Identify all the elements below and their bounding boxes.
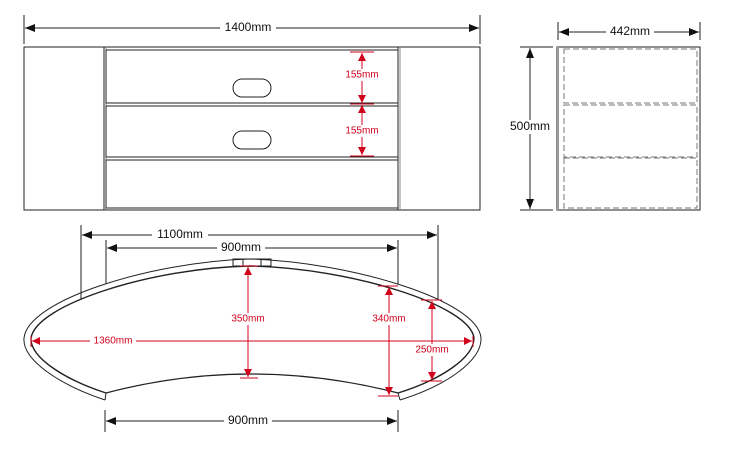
drawer-handle [232,130,272,150]
drawer-height-label: 155mm [345,70,378,81]
plan-bottom-width-label: 900mm [228,413,268,427]
front-width-label: 1400mm [225,20,272,34]
plan-length-label: 1360mm [94,336,133,347]
plan-view [23,225,482,432]
side-height-label: 500mm [510,119,550,133]
plan-top-width-label: 900mm [221,240,261,254]
drawer-2 [105,105,399,158]
drawer-height-label: 155mm [345,126,378,137]
drawer-handle [232,78,272,98]
side-depth-label: 442mm [610,24,650,38]
plan-side-depth-label: 340mm [372,314,405,325]
side-view [520,22,701,211]
front-view [23,15,481,211]
drawer-3 [105,159,399,209]
plan-outer-width-label: 1100mm [157,227,203,241]
drawer-1 [105,49,399,104]
plan-center-depth-label: 350mm [231,314,264,325]
plan-end-depth-label: 250mm [415,345,448,356]
